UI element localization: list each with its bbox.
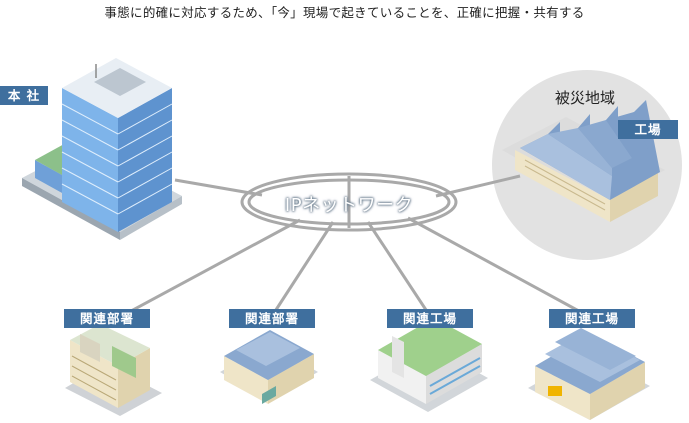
- link-branch-1: [117, 218, 301, 320]
- headline: 事態に的確に対応するため、「今」現場で起きていることを、正確に把握・共有する: [104, 5, 585, 20]
- branch-label-3: 関連工場: [387, 309, 473, 328]
- disaster-area-label: 被災地域: [554, 89, 615, 107]
- branch-label-2: 関連部署: [229, 309, 315, 328]
- link-branch-3: [366, 221, 432, 317]
- network-label: IPネットワーク: [284, 195, 414, 216]
- branch-building-2: [220, 330, 318, 404]
- branch-building-3: [370, 318, 488, 412]
- branch-building-4: [528, 328, 650, 420]
- disaster-factory-label: 工場: [618, 120, 678, 139]
- branch-label-4: 関連工場: [549, 309, 635, 328]
- headquarters-label: 本 社: [0, 86, 48, 105]
- ip-network-ring: [240, 172, 458, 232]
- headquarters-building: [22, 58, 182, 240]
- link-branch-2: [270, 221, 335, 317]
- link-branch-4: [407, 216, 589, 318]
- branch-building-1: [65, 324, 162, 416]
- branch-label-1: 関連部署: [64, 309, 150, 328]
